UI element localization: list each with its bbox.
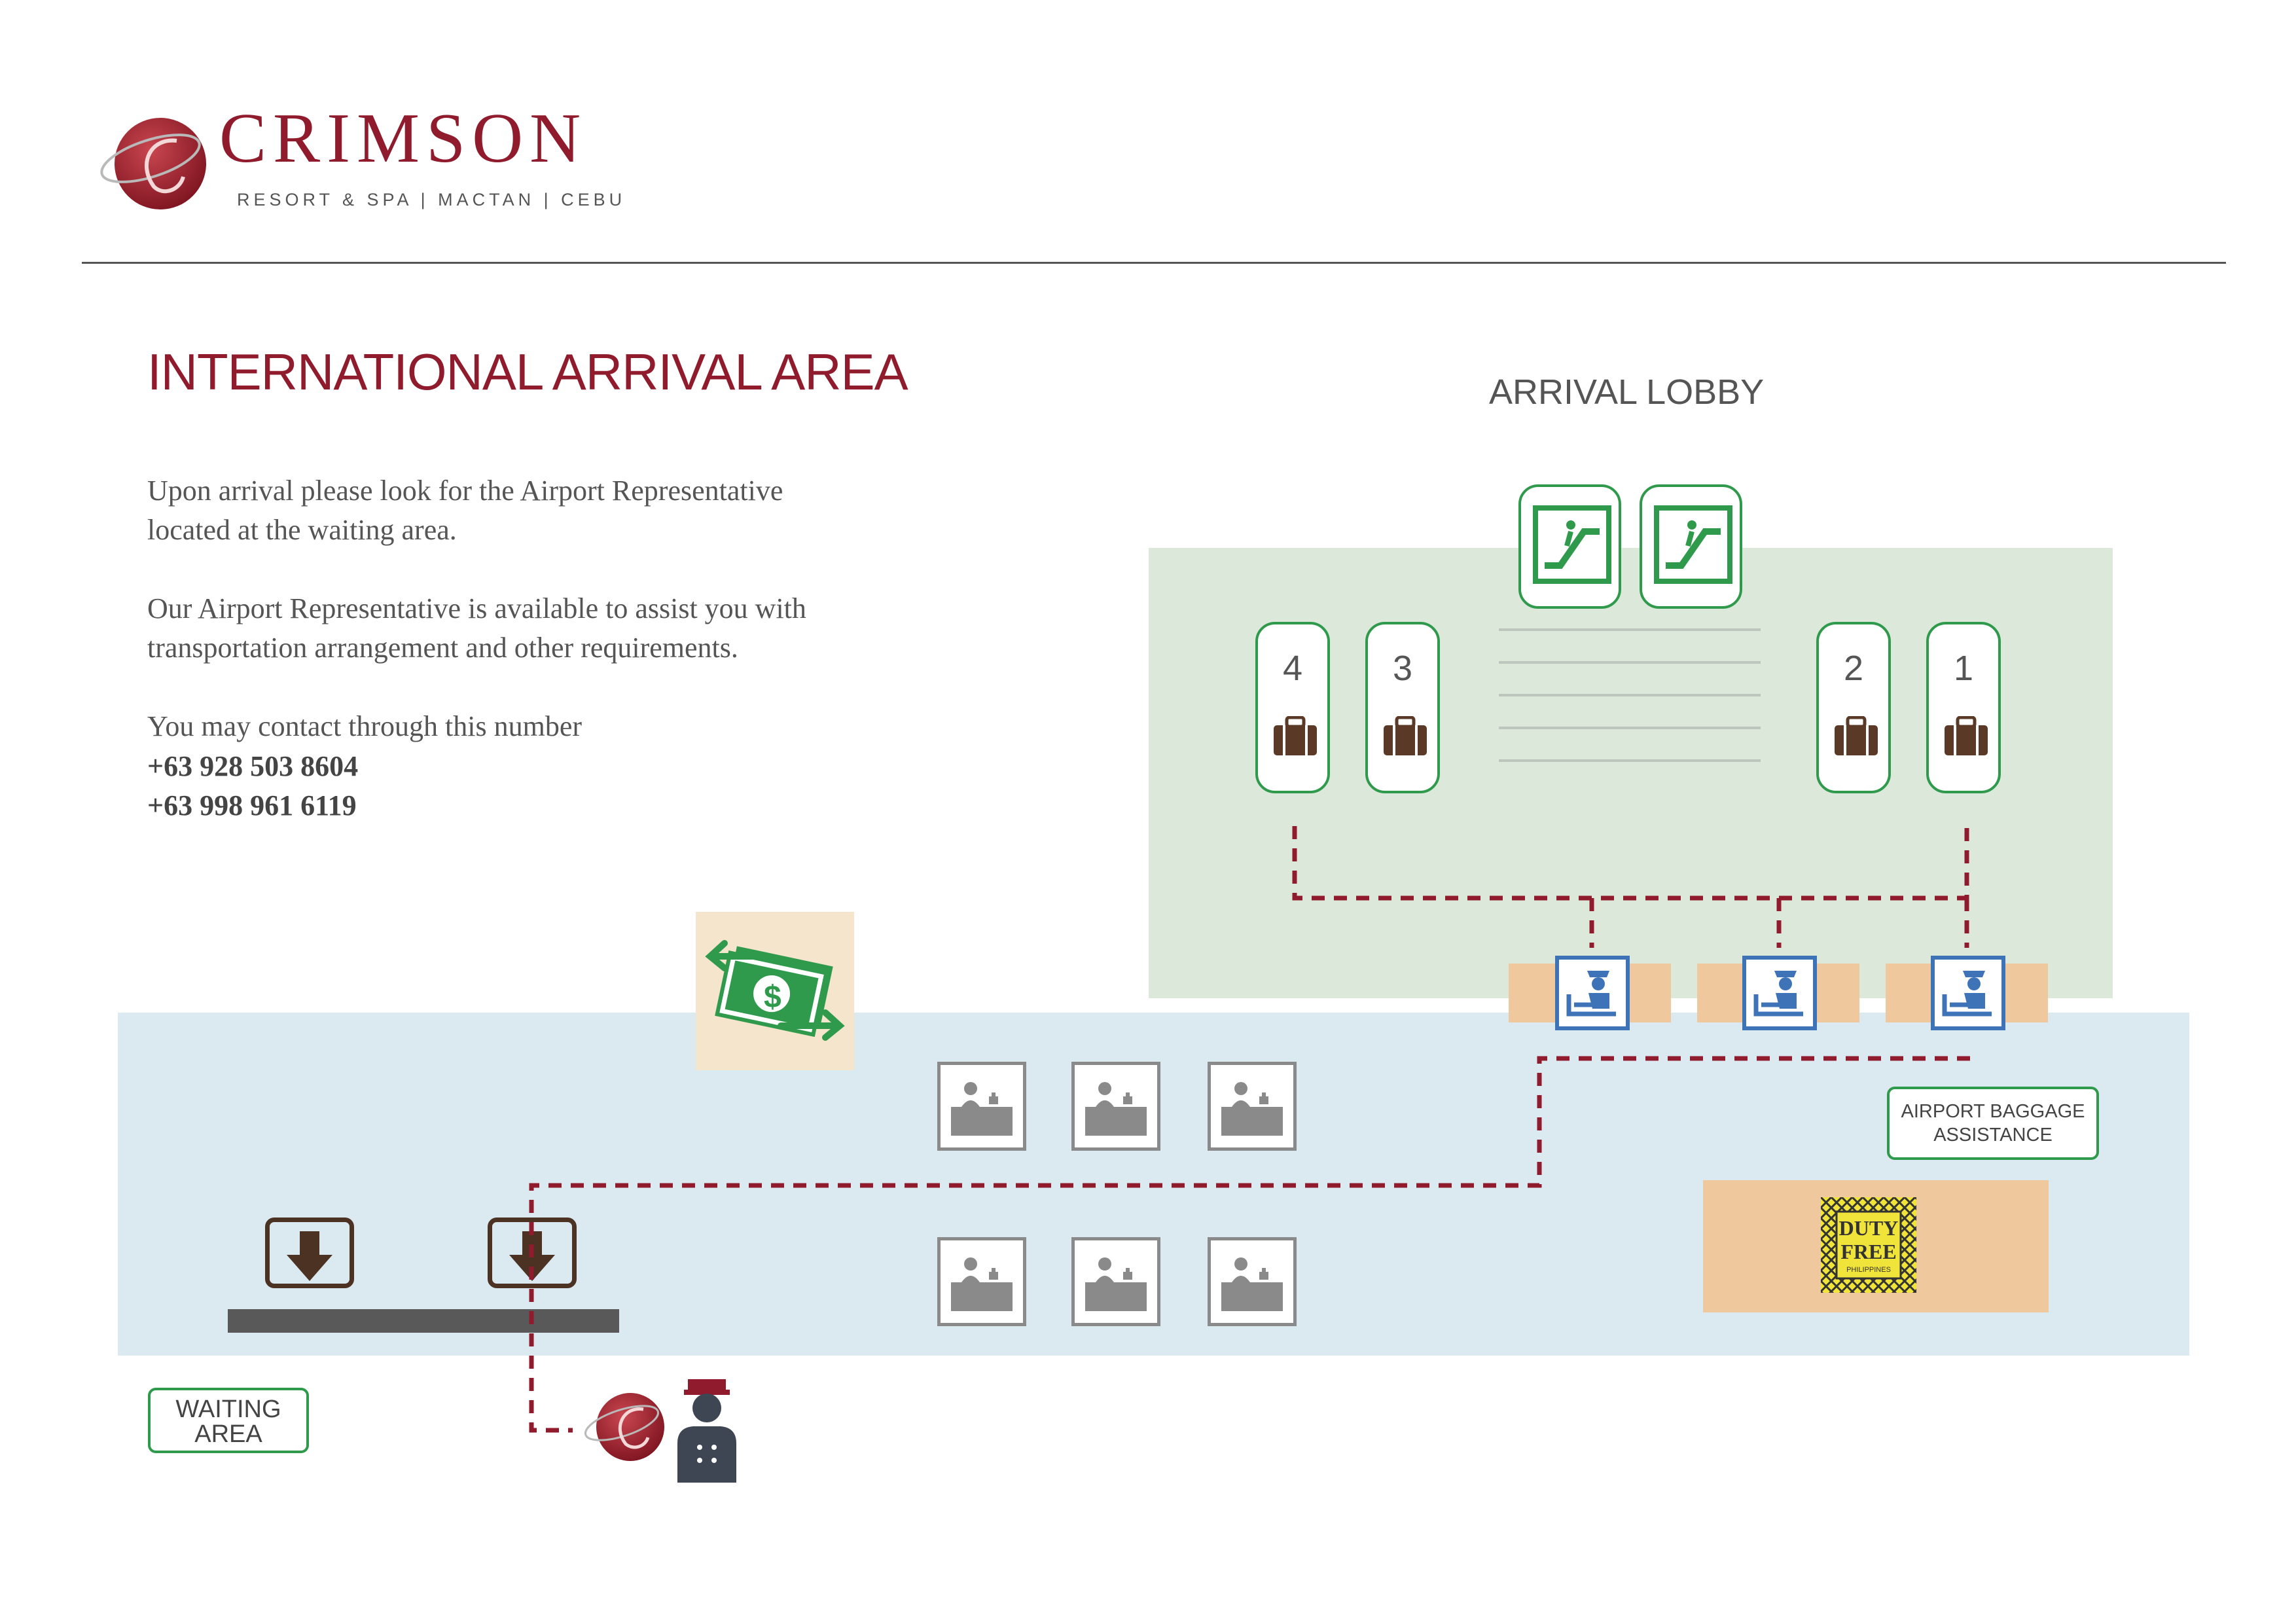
brand-name: CRIMSON xyxy=(219,99,588,177)
waiting-area-label: WAITING AREA xyxy=(148,1388,309,1453)
svg-text:$: $ xyxy=(764,980,781,1015)
page-title: INTERNATIONAL ARRIVAL AREA xyxy=(147,343,908,401)
lobby-line xyxy=(1499,759,1761,762)
airport-baggage-assistance-label: AIRPORT BAGGAGE ASSISTANCE xyxy=(1887,1087,2099,1160)
header-divider xyxy=(82,262,2226,264)
baggage-carousel-1: 1 xyxy=(1926,622,2001,793)
crimson-logo-mark xyxy=(584,1393,664,1461)
svg-text:PHILIPPINES: PHILIPPINES xyxy=(1846,1266,1891,1274)
currency-exchange-tile: $ xyxy=(696,912,854,1070)
intro-line-2: located at the waiting area. xyxy=(147,514,457,546)
crimson-logo-mark xyxy=(98,111,209,216)
svg-text:DUTY: DUTY xyxy=(1839,1216,1899,1240)
service-counter-icon xyxy=(1221,1257,1283,1311)
phone-number-1[interactable]: +63 928 503 8604 xyxy=(147,750,359,782)
service-counter xyxy=(1208,1237,1297,1326)
escalator-sign xyxy=(1640,484,1742,609)
baggage-label-line-2: ASSISTANCE xyxy=(1933,1125,2053,1146)
intro-line-4: transportation arrangement and other req… xyxy=(147,632,738,664)
intro-line-1: Upon arrival please look for the Airport… xyxy=(147,475,783,507)
service-counter xyxy=(1071,1237,1160,1326)
carousel-number: 2 xyxy=(1843,649,1864,688)
luggage-icon xyxy=(1835,716,1878,755)
service-counter-icon xyxy=(951,1082,1013,1136)
baggage-carousel-3: 3 xyxy=(1365,622,1440,793)
immigration-officer-badge xyxy=(1742,956,1817,1030)
baggage-carousel-4: 4 xyxy=(1255,622,1330,793)
escalator-sign xyxy=(1518,484,1621,609)
luggage-icon xyxy=(1274,716,1317,755)
exit-arrow-icon xyxy=(509,1231,555,1281)
intro-line-3: Our Airport Representative is available … xyxy=(147,592,806,624)
lobby-line xyxy=(1499,661,1761,664)
service-counter xyxy=(1071,1062,1160,1151)
waiting-label-line-1: WAITING xyxy=(175,1396,281,1423)
svg-text:FREE: FREE xyxy=(1840,1240,1896,1263)
representative-figure xyxy=(671,1371,743,1486)
carousel-number: 3 xyxy=(1392,649,1413,688)
baggage-label-line-1: AIRPORT BAGGAGE xyxy=(1901,1101,2085,1122)
brand-subtitle: RESORT & SPA | MACTAN | CEBU xyxy=(237,190,626,209)
carousel-number: 4 xyxy=(1282,649,1303,688)
carousel-number: 1 xyxy=(1953,649,1974,688)
service-counter xyxy=(937,1237,1026,1326)
representative-logo xyxy=(581,1386,666,1468)
representative-icon xyxy=(677,1379,736,1483)
service-counter-icon xyxy=(1221,1082,1283,1136)
immigration-officer-icon xyxy=(1566,971,1616,1017)
service-counter xyxy=(937,1062,1026,1151)
lobby-line xyxy=(1499,694,1761,696)
duty-free-area: DUTY FREE PHILIPPINES xyxy=(1703,1180,2049,1312)
immigration-officer-badge xyxy=(1931,956,2005,1030)
immigration-officer-icon xyxy=(1942,971,1992,1017)
exit-barrier xyxy=(228,1309,619,1333)
duty-free-logo: DUTY FREE PHILIPPINES xyxy=(1821,1197,1916,1293)
baggage-carousel-2: 2 xyxy=(1816,622,1891,793)
service-counter-icon xyxy=(951,1257,1013,1311)
immigration-officer-icon xyxy=(1753,971,1803,1017)
arrival-lobby-label: ARRIVAL LOBBY xyxy=(1489,372,1765,412)
currency-exchange-icon: $ xyxy=(705,940,845,1041)
service-counter-icon xyxy=(1085,1257,1147,1311)
exit-arrow-icon xyxy=(287,1231,332,1281)
intro-line-5: You may contact through this number xyxy=(147,710,583,742)
service-counter-icon xyxy=(1085,1082,1147,1136)
waiting-label-line-2: AREA xyxy=(194,1420,262,1448)
escalator-icon xyxy=(1533,505,1611,584)
phone-number-2[interactable]: +63 998 961 6119 xyxy=(147,789,357,821)
lobby-line xyxy=(1499,727,1761,729)
service-counter xyxy=(1208,1062,1297,1151)
escalator-icon xyxy=(1654,505,1732,584)
exit-door-right xyxy=(488,1218,577,1288)
lobby-line xyxy=(1499,628,1761,631)
exit-door-left xyxy=(265,1218,354,1288)
luggage-icon xyxy=(1945,716,1988,755)
luggage-icon xyxy=(1384,716,1427,755)
immigration-officer-badge xyxy=(1555,956,1630,1030)
